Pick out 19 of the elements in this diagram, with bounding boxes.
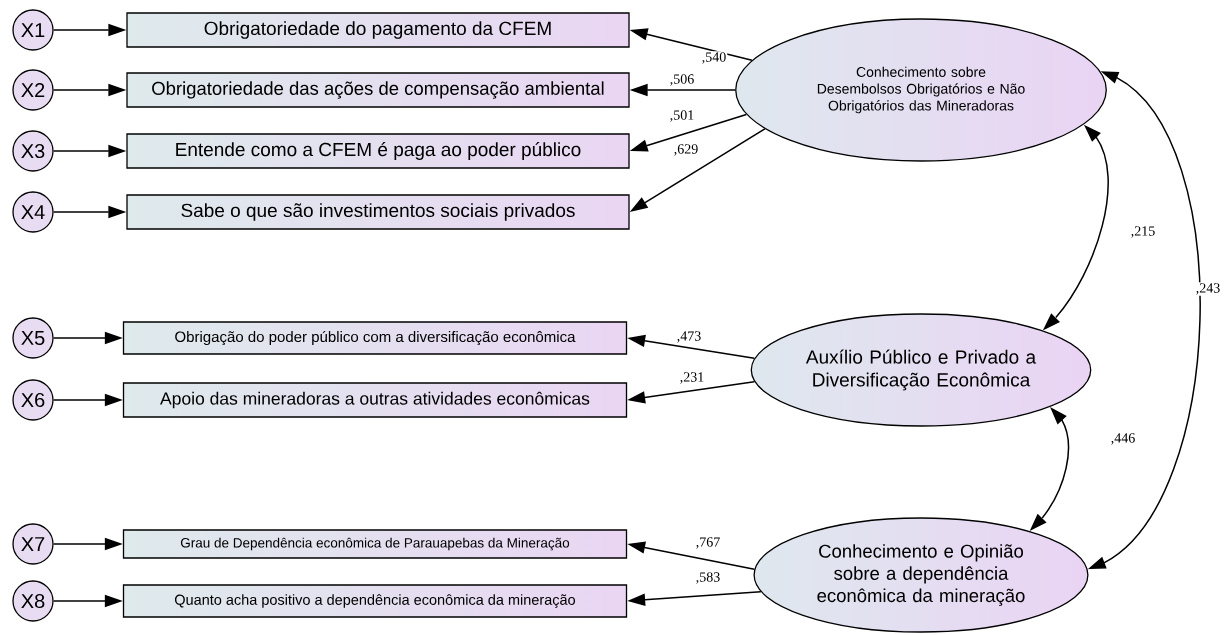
edge-label: ,629 [672,143,700,157]
edge-label: ,215 [1129,225,1157,239]
edge-label: ,473 [675,330,703,344]
edge-label: ,506 [668,73,696,87]
indicator-box: Obrigatoriedade das ações de compensação ambiental [126,72,630,108]
edge-label: ,767 [694,536,722,550]
indicator-box: Obrigatoriedade do pagamento da CFEM [126,12,630,48]
edge-label: ,501 [668,109,696,123]
edge-label: ,243 [1194,282,1222,296]
edge-label: ,231 [678,371,706,385]
edge-label: ,446 [1109,432,1137,446]
edge-label: ,540 [700,51,728,65]
indicator-box: Apoio das mineradoras a outras atividades econômicas [122,382,628,418]
edge-label: ,583 [694,571,722,585]
indicator-box: Grau de Dependência econômica de Parauapebas da Mineração [122,529,628,559]
indicator-box: Obrigação do poder público com a diversificação econômica [122,321,628,355]
indicator-box: Quanto acha positivo a dependência econômica da mineração [122,584,628,618]
indicator-box: Entende como a CFEM é paga ao poder público [126,133,630,169]
indicator-box: Sabe o que são investimentos sociais privados [126,194,630,230]
